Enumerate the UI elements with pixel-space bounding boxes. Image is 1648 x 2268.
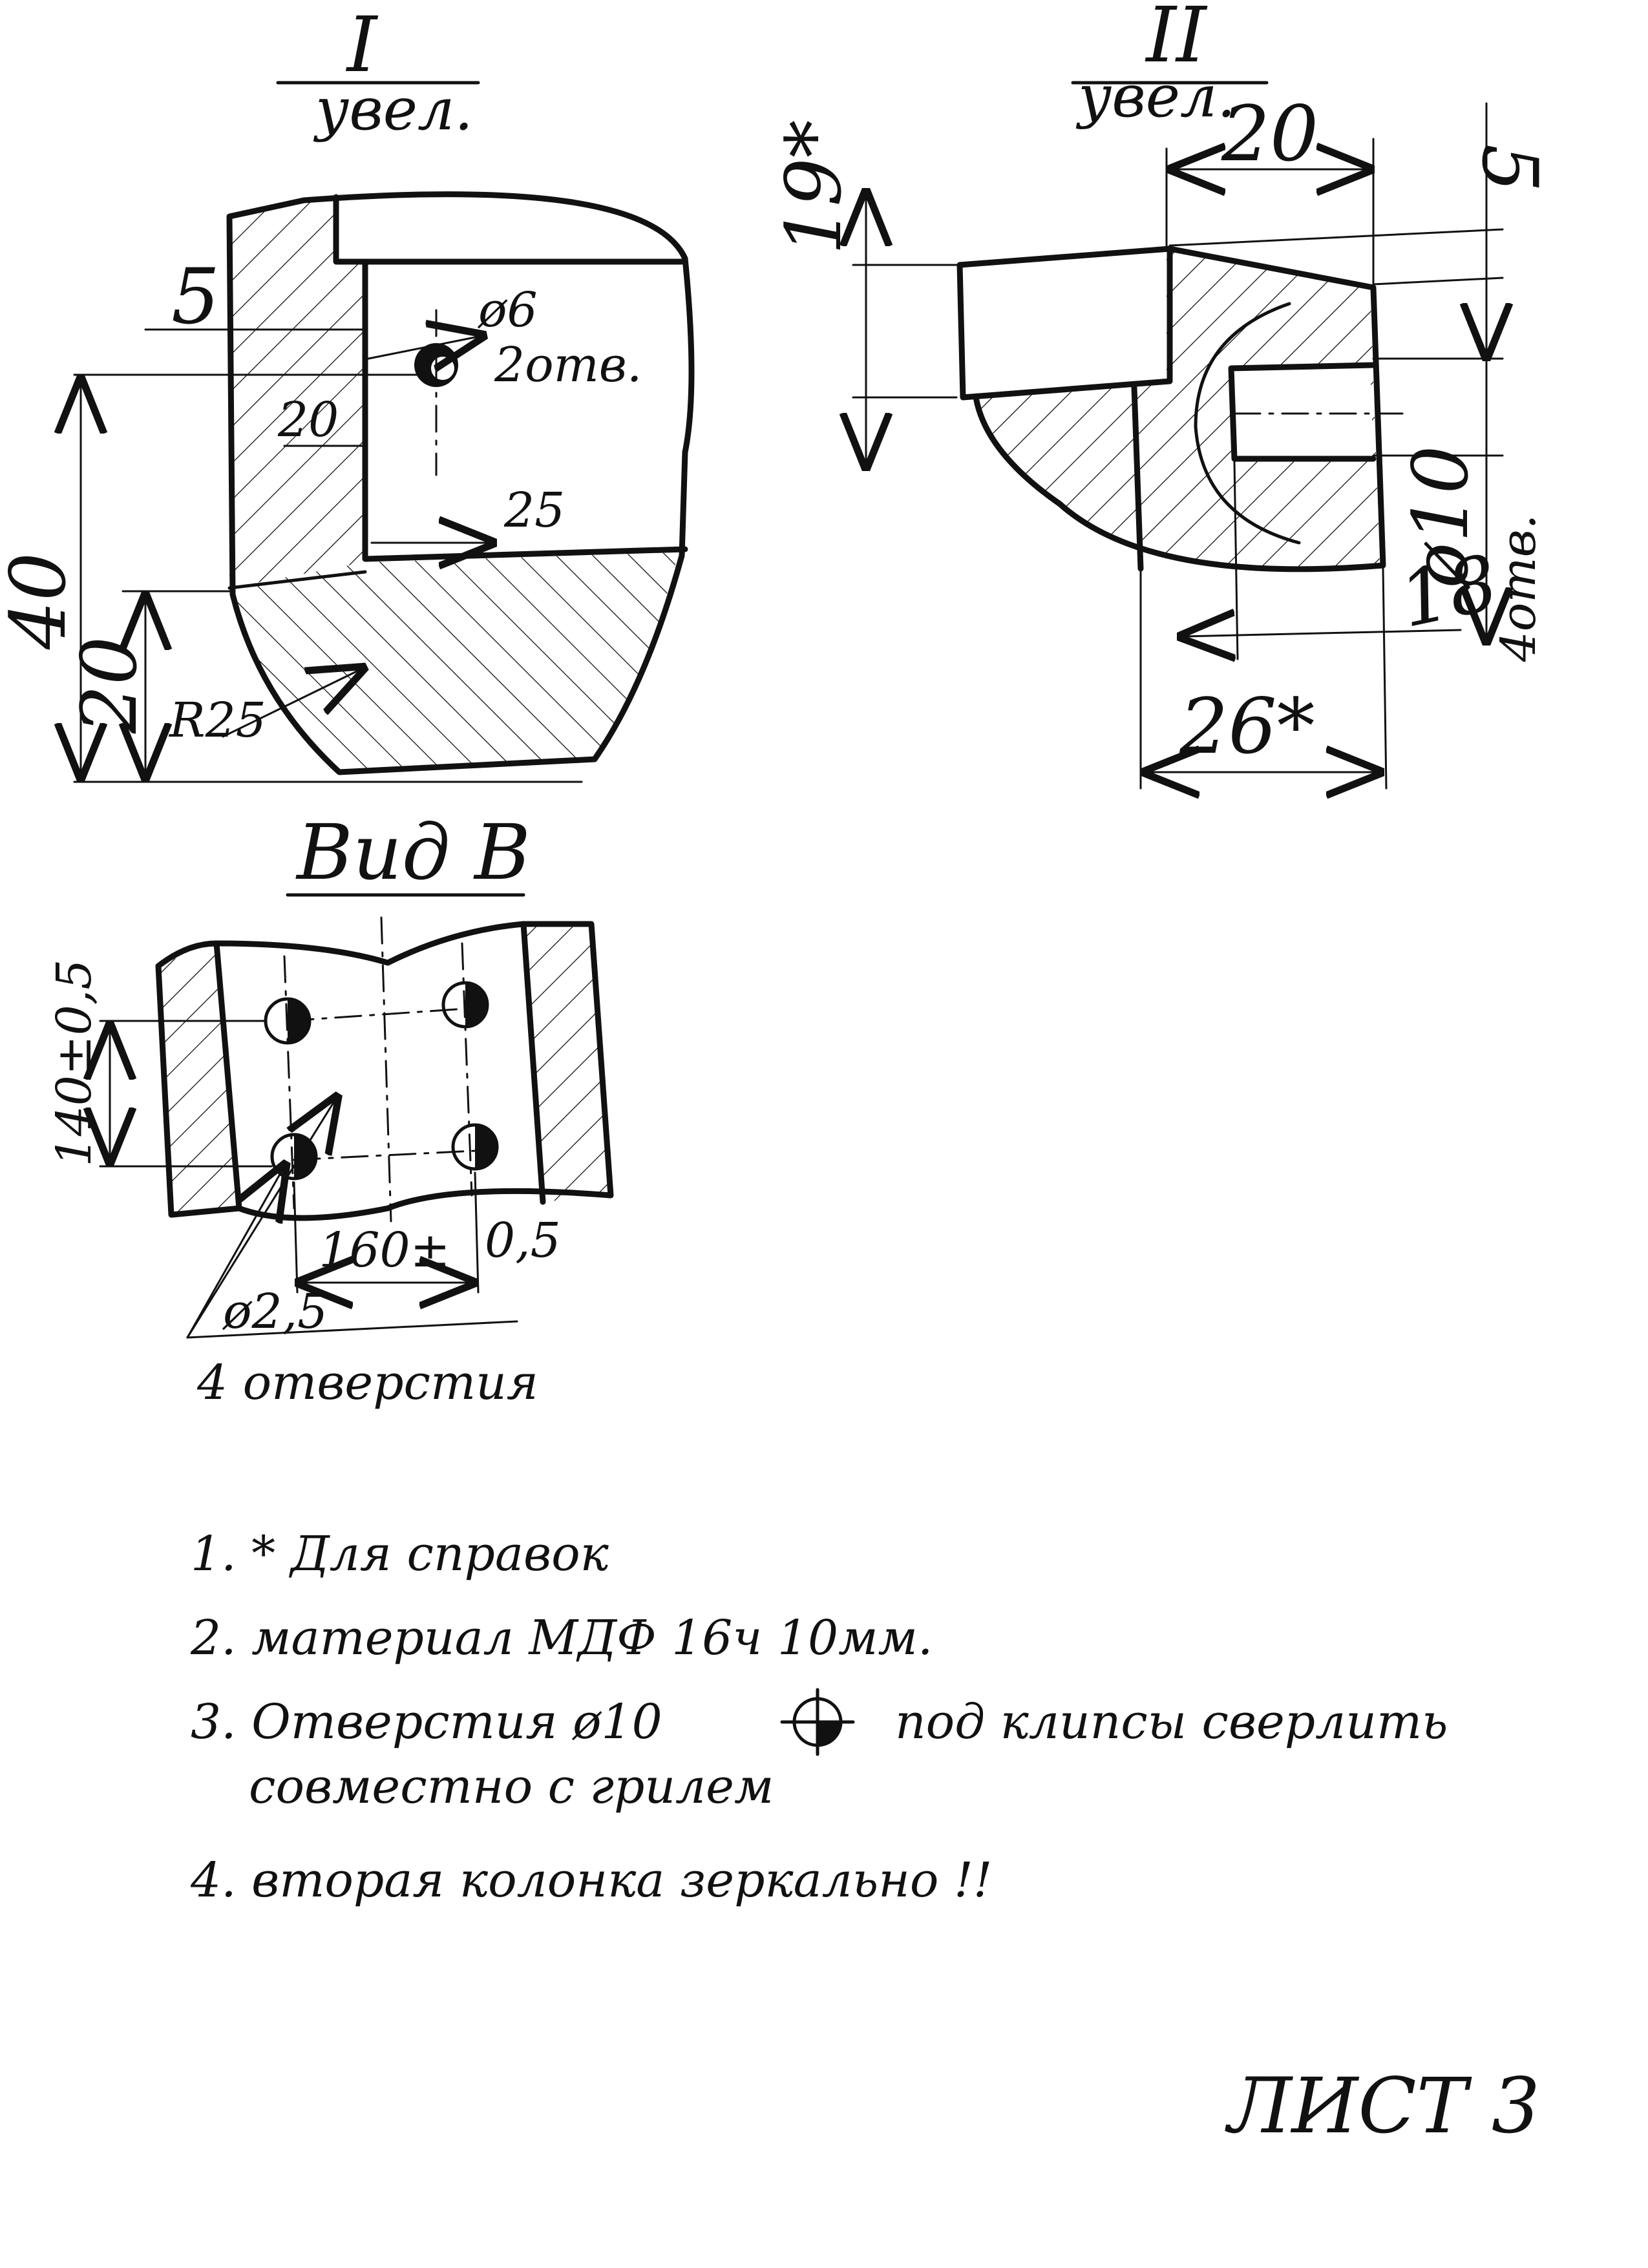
view-II-dim-19: 19* xyxy=(769,120,858,255)
view-II-inner-line xyxy=(1131,384,1144,572)
view-B-hole-col-left xyxy=(283,955,295,1210)
view-II-dim-d10: ø10 xyxy=(1396,445,1485,589)
view-II-body-hatch xyxy=(976,249,1380,569)
view-II-title: II xyxy=(1145,0,1208,79)
view-B-hole-col-right xyxy=(461,942,473,1197)
view-I-title: I xyxy=(346,0,379,89)
view-B-dim-160-tol: 0,5 xyxy=(485,1213,561,1268)
note-3-line2: совместно с грилем xyxy=(249,1759,774,1814)
view-I-wall-hatch xyxy=(229,197,365,588)
view-II-ext-5-bottom xyxy=(1372,277,1504,286)
view-I-leader-hole xyxy=(367,336,481,359)
view-I-hole-inner xyxy=(431,357,454,380)
view-B-leader-1 xyxy=(186,1166,284,1339)
view-B-right-hatch xyxy=(523,924,611,1202)
note-2: 2. материал МДФ 16ч 10мм. xyxy=(190,1610,933,1666)
view-B-dim-160: 160± xyxy=(319,1223,450,1278)
view-II-bore-fill xyxy=(1231,365,1373,459)
view-B-left-edge xyxy=(213,940,242,1212)
view-I-subtitle: увел. xyxy=(313,76,473,143)
view-B-center-axis xyxy=(380,916,392,1223)
clip-hole-symbol-icon xyxy=(780,1688,855,1756)
view-II-dim-holes: 4отв. xyxy=(1491,514,1547,662)
view-B-hole-2 xyxy=(441,981,489,1029)
view-I-cavity-step xyxy=(362,258,688,562)
view-II-ext-5-top xyxy=(1168,228,1504,247)
view-II-ext-26-right xyxy=(1382,567,1388,790)
view-I-cavity-top xyxy=(333,194,685,265)
view-II-bore xyxy=(1228,362,1377,462)
view-B-title: Вид В xyxy=(295,808,531,897)
view-I-leader-r25 xyxy=(222,669,362,738)
view-II-slot-outline xyxy=(956,246,1173,401)
view-II-dim-5: 5 xyxy=(1465,143,1554,192)
view-B-outline xyxy=(155,921,614,1221)
view-II-dim-18-line xyxy=(1183,630,1462,636)
view-I: I увел. 5 ø6 2отв. 20 25 40 xyxy=(0,0,695,783)
view-B-left-hatch xyxy=(158,940,239,1215)
view-B-ext-160-left xyxy=(293,1181,299,1294)
view-I-outline xyxy=(226,191,695,775)
view-II-dim-26: 26* xyxy=(1179,682,1315,771)
note-1: 1. * Для справок xyxy=(191,1526,609,1582)
view-B-leader-shelf xyxy=(186,1320,518,1339)
view-II-ext-18-left xyxy=(1233,461,1239,660)
view-I-base-hatch xyxy=(229,552,679,772)
view-B-hole-1 xyxy=(264,997,312,1045)
view-I-dim-20-left: 20 xyxy=(65,636,154,734)
view-II-subtitle: увел. xyxy=(1075,63,1236,131)
view-B: Вид В 140±0,5 xyxy=(47,808,614,1411)
view-B-hole-4 xyxy=(451,1123,499,1171)
view-II-slot-fill xyxy=(960,249,1167,401)
view-B-holes-label: 4 отверстия xyxy=(196,1355,538,1411)
view-II-dim-20: 20 xyxy=(1221,89,1318,178)
note-4: 4. вторая колонка зеркально !! xyxy=(190,1853,992,1908)
note-3: 3. Отверстия ø10 xyxy=(191,1694,662,1750)
view-B-hole-row-bottom xyxy=(293,1149,489,1161)
note-3-cont: под клипсы сверлить xyxy=(895,1694,1448,1750)
view-B-dim-140: 140±0,5 xyxy=(47,960,102,1167)
view-I-dim-20-top: 20 xyxy=(277,392,339,448)
sheet-label: ЛИСТ 3 xyxy=(1225,2061,1540,2150)
view-B-dim-d25: ø2,5 xyxy=(222,1284,328,1339)
view-II-outline xyxy=(973,246,1386,572)
view-B-leader-2 xyxy=(186,1098,336,1339)
view-I-dim-40: 40 xyxy=(0,552,83,650)
view-II-bore-arc xyxy=(1194,302,1301,545)
view-I-dim-hole-count: 2отв. xyxy=(494,337,642,393)
view-I-dim-5: 5 xyxy=(171,252,220,341)
view-II-dim-18: 18 xyxy=(1392,538,1506,645)
view-I-dim-25: 25 xyxy=(503,483,565,538)
view-I-floor-line xyxy=(227,570,367,590)
view-II: II увел. 20 19* 5 ø10 4отв. 18 xyxy=(769,0,1554,788)
view-I-dim-r25: R25 xyxy=(168,693,266,748)
view-I-dim-hole: ø6 xyxy=(477,282,538,338)
notes: 1. * Для справок 2. материал МДФ 16ч 10м… xyxy=(190,1526,1448,1908)
view-B-ext-160-right xyxy=(474,1171,480,1294)
view-B-right-edge xyxy=(520,921,546,1205)
